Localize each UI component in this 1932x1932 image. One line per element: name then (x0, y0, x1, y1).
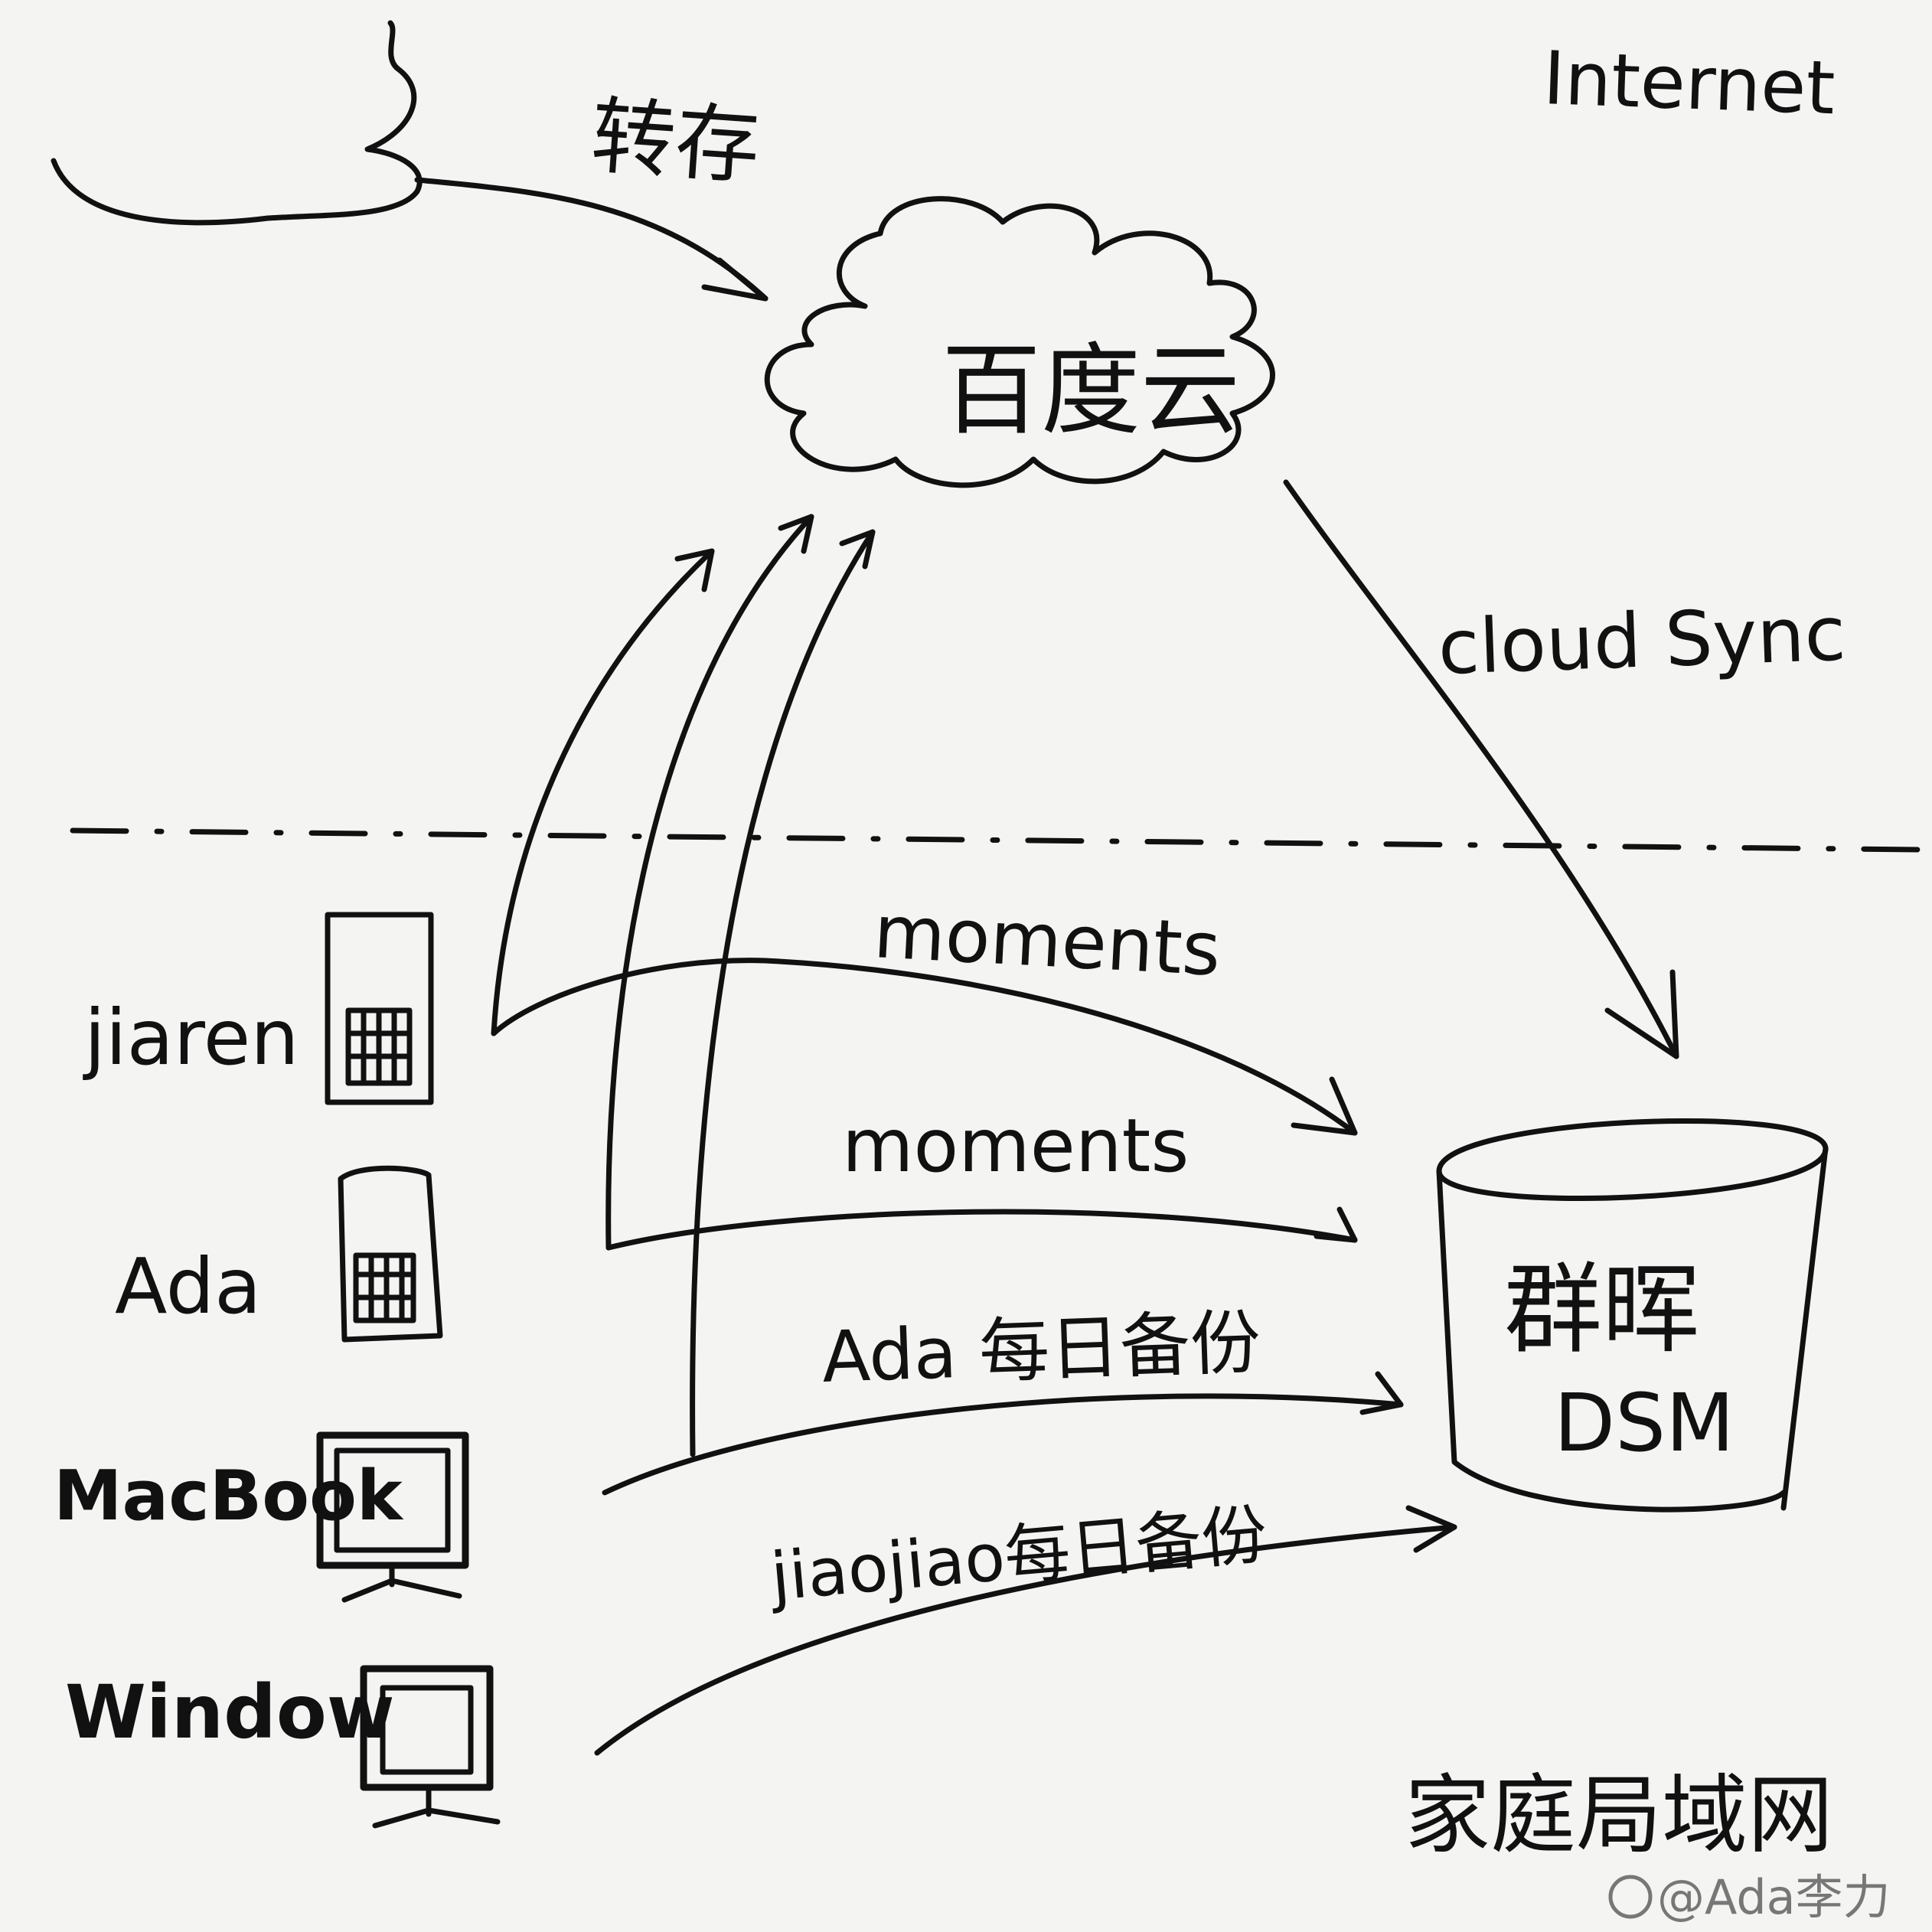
baidu-cloud-shape (764, 196, 1275, 488)
label-transfer: 转存 (588, 86, 762, 196)
label-cloud-sync: cloud Sync (1437, 590, 1847, 692)
monitor-icon-macbook (316, 1431, 469, 1603)
monitor-icon-windows (360, 1665, 501, 1829)
label-synology: 群晖 (1504, 1253, 1700, 1367)
lan-sync-arrows (491, 958, 1457, 1756)
watermark: @Ada李力 (1657, 1869, 1891, 1925)
label-device-ada: Ada (115, 1242, 261, 1331)
label-device-windows: Window (65, 1669, 395, 1755)
transfer-arrow (414, 177, 769, 302)
weibo-logo-icon (1608, 1875, 1653, 1919)
cloud-sync-arrow (1283, 479, 1679, 1059)
phone-icon-jiaren (325, 912, 434, 1105)
nas-cylinder (1436, 1118, 1829, 1513)
label-device-macbook: MacBook (54, 1456, 404, 1536)
label-ada-daily-backup: Ada 每日备份 (821, 1301, 1262, 1398)
label-baidu-cloud: 百度云 (942, 332, 1240, 449)
label-dsm: DSM (1554, 1376, 1735, 1470)
label-moments-1: moments (872, 889, 1223, 993)
label-moments-2: moments (842, 1103, 1189, 1189)
label-home-lan: 家庭局域网 (1405, 1766, 1833, 1865)
label-internet: Internet (1542, 35, 1836, 131)
upload-arrows (491, 514, 876, 1457)
internet-lan-boundary (70, 827, 1924, 853)
label-device-jiaren: jiaren (83, 993, 299, 1082)
phone-icon-ada (338, 1165, 443, 1343)
source-cloud-shape (51, 20, 423, 226)
label-jiaojiao-daily-backup: jiaojiao每日备份 (766, 1496, 1270, 1616)
